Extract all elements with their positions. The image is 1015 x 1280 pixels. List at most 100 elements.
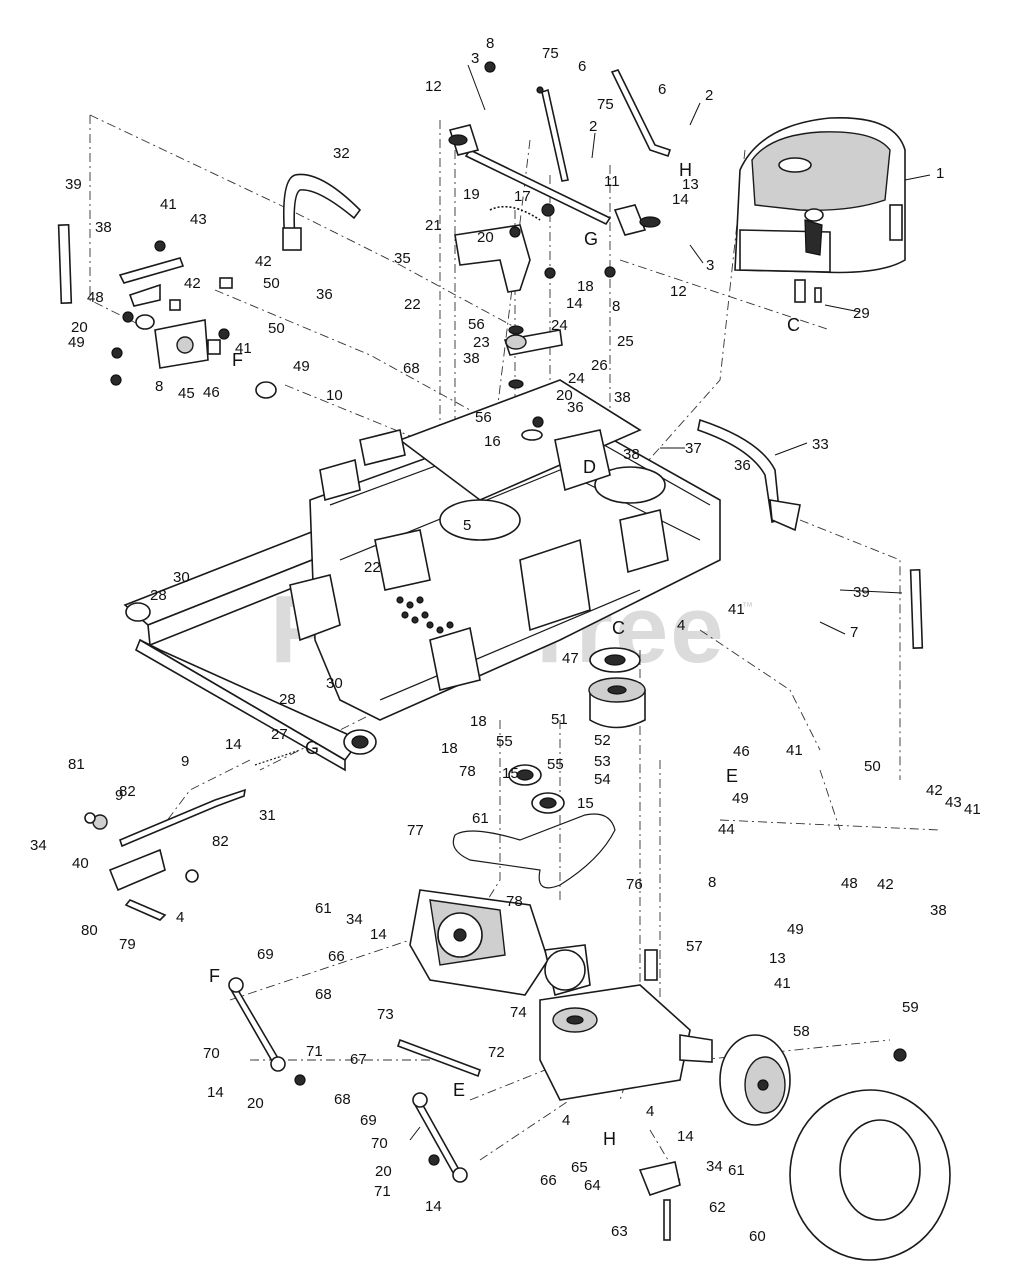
callout-41: 41 [964, 801, 981, 818]
callout-71: 71 [306, 1043, 323, 1060]
callout-55: 55 [547, 756, 564, 773]
callout-41: 41 [774, 975, 791, 992]
reference-letter-H: H [679, 160, 692, 180]
reference-letters: C C D E E F F G G H H [209, 160, 800, 1149]
engine [734, 116, 906, 303]
callout-44: 44 [718, 821, 735, 838]
reference-letter-C: C [612, 618, 625, 638]
callout-40: 40 [72, 855, 89, 872]
leader-lines [409, 64, 931, 1141]
callout-labels: 1 2 2 3 3 4 4 4 4 5 6 6 7 8 8 8 8 9 9 10… [30, 35, 981, 1245]
reference-letter-F: F [209, 966, 220, 986]
callout-20: 20 [247, 1095, 264, 1112]
callout-41: 41 [786, 742, 803, 759]
callout-49: 49 [68, 334, 85, 351]
watermark-trademark: ™ [742, 601, 753, 613]
callout-46: 46 [203, 384, 220, 401]
callout-18: 18 [441, 740, 458, 757]
callout-23: 23 [473, 334, 490, 351]
reference-letter-H: H [603, 1129, 616, 1149]
callout-68: 68 [334, 1091, 351, 1108]
reference-letter-D: D [583, 457, 596, 477]
upper-linkage [448, 61, 672, 441]
reference-letter-E: E [453, 1080, 465, 1100]
callout-20: 20 [477, 229, 494, 246]
callout-61: 61 [315, 900, 332, 917]
callout-63: 63 [611, 1223, 628, 1240]
callout-8: 8 [486, 35, 494, 52]
callout-3: 3 [471, 50, 479, 67]
callout-46: 46 [733, 743, 750, 760]
callout-43: 43 [190, 211, 207, 228]
callout-25: 25 [617, 333, 634, 350]
callout-11: 11 [604, 173, 620, 190]
callout-41: 41 [235, 340, 252, 357]
callout-36: 36 [567, 399, 584, 416]
callout-12: 12 [425, 78, 442, 95]
reference-letter-F: F [232, 350, 243, 370]
callout-75: 75 [597, 96, 614, 113]
callout-24: 24 [551, 317, 568, 334]
callout-7: 7 [850, 624, 858, 641]
callout-13: 13 [769, 950, 786, 967]
callout-24: 24 [568, 370, 585, 387]
callout-72: 72 [488, 1044, 505, 1061]
callout-78: 78 [459, 763, 476, 780]
callout-69: 69 [257, 946, 274, 963]
callout-45: 45 [178, 385, 195, 402]
callout-14: 14 [207, 1084, 224, 1101]
callout-60: 60 [749, 1228, 766, 1245]
callout-68: 68 [315, 986, 332, 1003]
callout-82: 82 [212, 833, 229, 850]
callout-30: 30 [326, 675, 343, 692]
reference-letter-C: C [787, 315, 800, 335]
callout-78: 78 [506, 893, 523, 910]
callout-12: 12 [670, 283, 687, 300]
callout-19: 19 [463, 186, 480, 203]
callout-42: 42 [255, 253, 272, 270]
callout-52: 52 [594, 732, 611, 749]
callout-33: 33 [812, 436, 829, 453]
callout-29: 29 [853, 305, 870, 322]
callout-9: 9 [181, 753, 189, 770]
callout-70: 70 [371, 1135, 388, 1152]
callout-36: 36 [734, 457, 751, 474]
callout-51: 51 [551, 711, 568, 728]
callout-77: 77 [407, 822, 424, 839]
callout-14: 14 [672, 191, 689, 208]
callout-8: 8 [708, 874, 716, 891]
callout-4: 4 [646, 1103, 654, 1120]
callout-22: 22 [404, 296, 421, 313]
callout-59: 59 [902, 999, 919, 1016]
callout-61: 61 [472, 810, 489, 827]
rear-wheel-and-tire [719, 1034, 951, 1261]
callout-26: 26 [591, 357, 608, 374]
callout-13: 13 [682, 176, 699, 193]
callout-50: 50 [263, 275, 280, 292]
callout-76: 76 [626, 876, 643, 893]
reference-letter-G: G [305, 738, 319, 758]
callout-28: 28 [150, 587, 167, 604]
callout-14: 14 [566, 295, 583, 312]
callout-38: 38 [95, 219, 112, 236]
callout-32: 32 [333, 145, 350, 162]
callout-49: 49 [787, 921, 804, 938]
callout-16: 16 [484, 433, 501, 450]
callout-69: 69 [360, 1112, 377, 1129]
left-linkage [110, 240, 277, 399]
callout-20: 20 [556, 387, 573, 404]
callout-18: 18 [470, 713, 487, 730]
callout-41: 41 [160, 196, 177, 213]
callout-73: 73 [377, 1006, 394, 1023]
control-levers [57, 173, 924, 649]
lower-left-linkage [84, 749, 301, 921]
callout-5: 5 [463, 517, 471, 534]
callout-67: 67 [350, 1051, 367, 1068]
callout-8: 8 [155, 378, 163, 395]
callout-22: 22 [364, 559, 381, 576]
callout-50: 50 [864, 758, 881, 775]
hydrostatic-transaxles [396, 889, 713, 1101]
callout-20: 20 [375, 1163, 392, 1180]
callout-8: 8 [612, 298, 620, 315]
pulleys-and-clutch [452, 647, 646, 889]
